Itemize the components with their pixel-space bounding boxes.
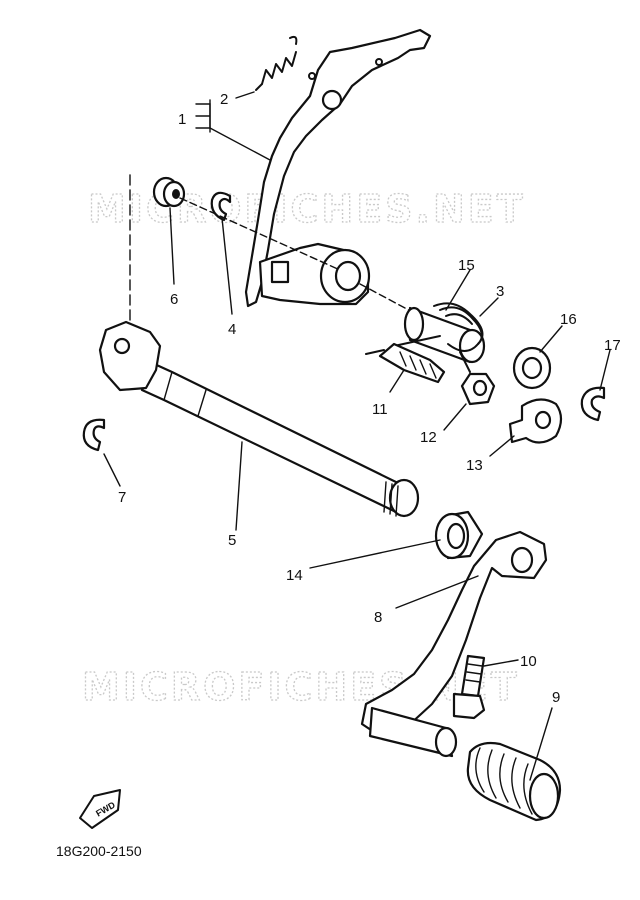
diagram-code: 18G200-2150 (56, 843, 142, 859)
part-1-shift-lever (244, 28, 432, 308)
callout-6: 6 (170, 291, 178, 308)
part-3-torsion-spring (393, 302, 484, 373)
callout-9: 9 (552, 689, 560, 706)
callout-12: 12 (420, 429, 437, 446)
callout-14: 14 (286, 567, 303, 584)
part-10-bolt (452, 654, 486, 720)
callout-17: 17 (604, 337, 621, 354)
callout-3: 3 (496, 283, 504, 300)
callout-8: 8 (374, 609, 382, 626)
callout-1: 1 (178, 111, 186, 128)
part-12-nut (460, 372, 496, 406)
part-13-lock-washer (508, 398, 563, 444)
fwd-arrow-icon: FWD (79, 789, 121, 829)
part-5-shift-shaft (98, 320, 420, 518)
callout-10: 10 (520, 653, 537, 670)
callout-5: 5 (228, 532, 236, 549)
callout-13: 13 (466, 457, 483, 474)
part-17-circlip (580, 386, 606, 422)
part-8-shift-pedal (360, 530, 548, 758)
callout-16: 16 (560, 311, 577, 328)
part-11-pin (365, 342, 446, 384)
part-4-circlip (210, 191, 232, 222)
part-2-spring (255, 35, 298, 91)
callout-15: 15 (458, 257, 475, 274)
callout-11: 11 (372, 401, 388, 418)
callout-7: 7 (118, 489, 126, 506)
callout-4: 4 (228, 321, 236, 338)
part-7-circlip (82, 418, 106, 452)
part-9-rubber (466, 741, 562, 822)
part-14-bush (434, 510, 484, 560)
part-16-washer (512, 346, 552, 390)
part-6-collar (152, 176, 186, 208)
leader-lines (103, 91, 611, 781)
callout-2: 2 (220, 91, 228, 108)
